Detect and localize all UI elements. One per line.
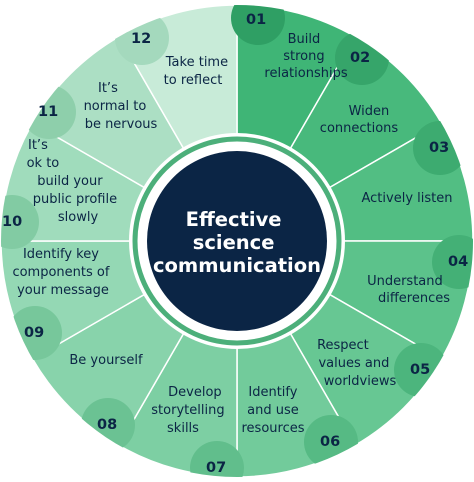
segment-11-line-3: be nervous [85, 117, 158, 132]
segment-10-label: It’s ok to build your public profile slo… [27, 138, 122, 225]
center-title-line-3: communication [153, 254, 321, 277]
segment-08-label: Be yourself [69, 353, 143, 368]
segment-09-line-2: components of [12, 265, 109, 280]
segment-05-line-3: worldviews [324, 374, 397, 389]
segment-11-line-1: It’s [98, 81, 118, 96]
segment-01-line-1: Build [288, 32, 321, 47]
segment-09-line-3: your message [17, 283, 109, 298]
number-10: 10 [2, 214, 22, 230]
segment-03-line-2: connections [320, 121, 399, 136]
center-title-line-2: science [193, 231, 275, 254]
segment-04-line-2: differences [378, 291, 450, 306]
segment-06-line-2: and use [247, 403, 299, 418]
segment-07-line-1: Develop [168, 385, 222, 400]
segment-12-line-1: Take time [165, 55, 228, 70]
number-06: 06 [320, 434, 340, 450]
segment-01-line-2: strong [283, 49, 324, 64]
segment-09-line-1: Identify key [23, 247, 99, 262]
number-09: 09 [24, 325, 44, 341]
number-labels: 01 02 03 04 05 06 07 08 09 10 11 12 [2, 12, 468, 476]
segment-labels: Build strong relationships Widen connect… [12, 32, 452, 436]
segment-09-label: Identify key components of your message [12, 247, 113, 298]
segment-10-line-3: build your [37, 174, 103, 189]
center-title: Effective science communication [153, 208, 321, 277]
segment-01-label: Build strong relationships [264, 32, 347, 81]
number-02: 02 [350, 50, 370, 66]
segment-05-line-2: values and [318, 356, 389, 371]
number-tab-01 [231, 5, 285, 45]
segment-10-line-4: public profile [33, 192, 117, 207]
segment-04-line-1: Understand [367, 274, 443, 289]
number-11: 11 [38, 104, 58, 120]
segment-06-line-3: resources [241, 421, 304, 436]
segment-01-line-3: relationships [264, 66, 347, 81]
number-05: 05 [410, 362, 430, 378]
segment-04-label: Understand differences [367, 274, 450, 306]
number-01: 01 [246, 12, 266, 28]
segment-07-line-3: skills [167, 421, 199, 436]
segment-08-line-1: Be yourself [69, 353, 143, 368]
number-07: 07 [206, 460, 226, 476]
center-title-line-1: Effective [186, 208, 282, 231]
center-circle [147, 151, 327, 331]
segment-06-label: Identify and use resources [241, 385, 304, 436]
inner-green-ring [132, 136, 342, 346]
segment-05-label: Respect values and worldviews [317, 338, 396, 389]
number-tab-10 [1, 195, 39, 249]
number-12: 12 [131, 31, 151, 47]
segment-11-label: It’s normal to be nervous [84, 81, 158, 132]
number-tab-07 [190, 441, 244, 477]
segment-10-line-5: slowly [58, 210, 99, 225]
segment-03-line-1: Widen [349, 104, 390, 119]
segment-03-label: Widen connections [320, 104, 399, 136]
segment-10-line-2: ok to [27, 156, 60, 171]
segment-07-line-2: storytelling [151, 403, 224, 418]
segment-06-line-1: Identify [248, 385, 297, 400]
segment-actively-listen-line-1: Actively listen [362, 191, 453, 206]
segment-11-line-2: normal to [84, 99, 147, 114]
segment-12-line-2: to reflect [164, 73, 223, 88]
segment-10-line-1: It’s [28, 138, 48, 153]
segment-07-label: Develop storytelling skills [151, 385, 228, 436]
segment-actively-listen-label: Actively listen [362, 191, 453, 206]
segment-05-line-1: Respect [317, 338, 369, 353]
number-04: 04 [448, 254, 468, 270]
segment-12-label: Take time to reflect [164, 55, 233, 88]
number-03: 03 [429, 140, 449, 156]
number-08: 08 [97, 417, 117, 433]
